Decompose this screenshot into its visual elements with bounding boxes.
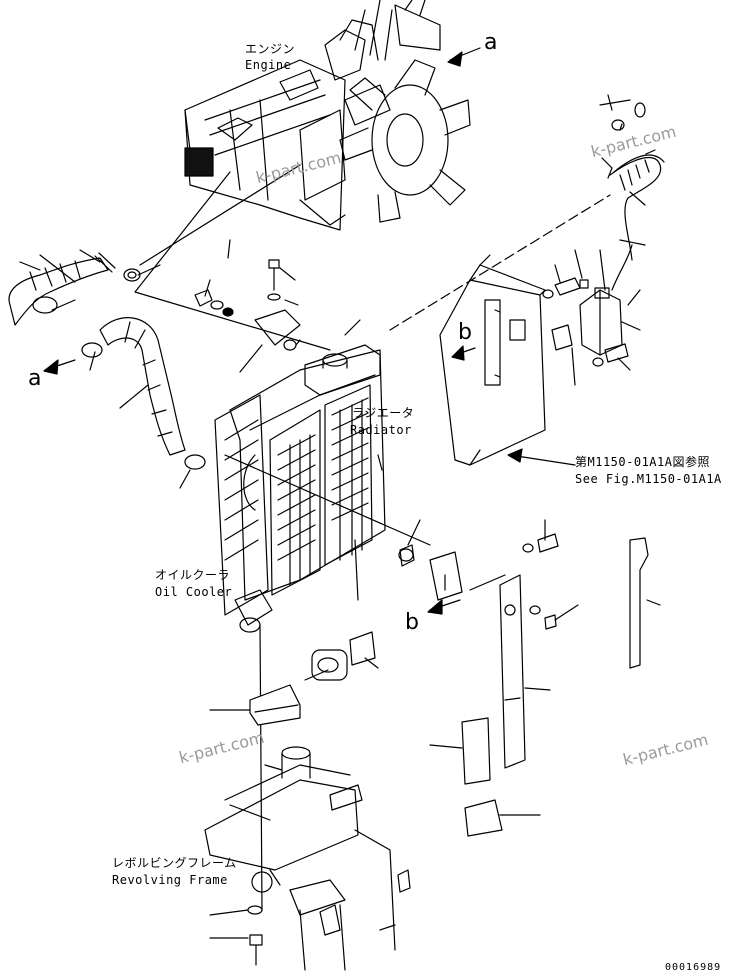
radiator-assembly [214, 344, 386, 633]
see-fig-label-jp: 第M1150-01A1A図参照 [575, 455, 710, 469]
hose-clamp [127, 271, 137, 279]
revolving-frame [204, 746, 411, 971]
ref-b-lower: b [405, 610, 419, 635]
oil-cooler-label-en: Oil Cooler [155, 585, 233, 599]
washer [247, 905, 263, 915]
radiator-label-jp: ラジエータ [352, 406, 415, 420]
ref-a-top: a [484, 30, 498, 55]
revolving-frame-label-jp: レボルビングフレーム [112, 856, 237, 870]
engine-label-en: Engine [245, 58, 292, 72]
lower-hose [99, 317, 186, 456]
part-leaders [19, 123, 661, 939]
radiator-label-en: Radiator [350, 423, 412, 437]
leader-line [224, 454, 431, 546]
ref-b-right: b [458, 320, 472, 345]
radiator-shroud [439, 254, 546, 466]
mounting-brackets [398, 533, 649, 769]
fasteners-right [542, 277, 629, 367]
revolving-frame-label-en: Revolving Frame [112, 873, 228, 887]
fasteners [194, 259, 301, 351]
engine-assembly [184, 0, 471, 231]
leader-line [134, 171, 331, 351]
leader-line [389, 194, 611, 331]
leader-line [139, 164, 301, 266]
leader-line [259, 624, 263, 911]
overflow-tube [613, 154, 665, 173]
bolt [249, 934, 263, 966]
reserve-tank [579, 244, 633, 356]
engine-label-jp: エンジン [245, 42, 296, 56]
hose-clamp [81, 342, 103, 358]
ref-a-left: a [28, 366, 42, 391]
oil-cooler-label-jp: オイルクーラ [155, 568, 231, 582]
see-fig-label-en: See Fig.M1150-01A1A [575, 472, 722, 486]
document-number: 00016989 [665, 962, 722, 973]
hose-clamp [184, 454, 206, 470]
foam-pads [249, 631, 503, 837]
overflow-tube [609, 156, 662, 261]
hose-clamp [123, 268, 141, 282]
upper-hose [8, 252, 116, 326]
